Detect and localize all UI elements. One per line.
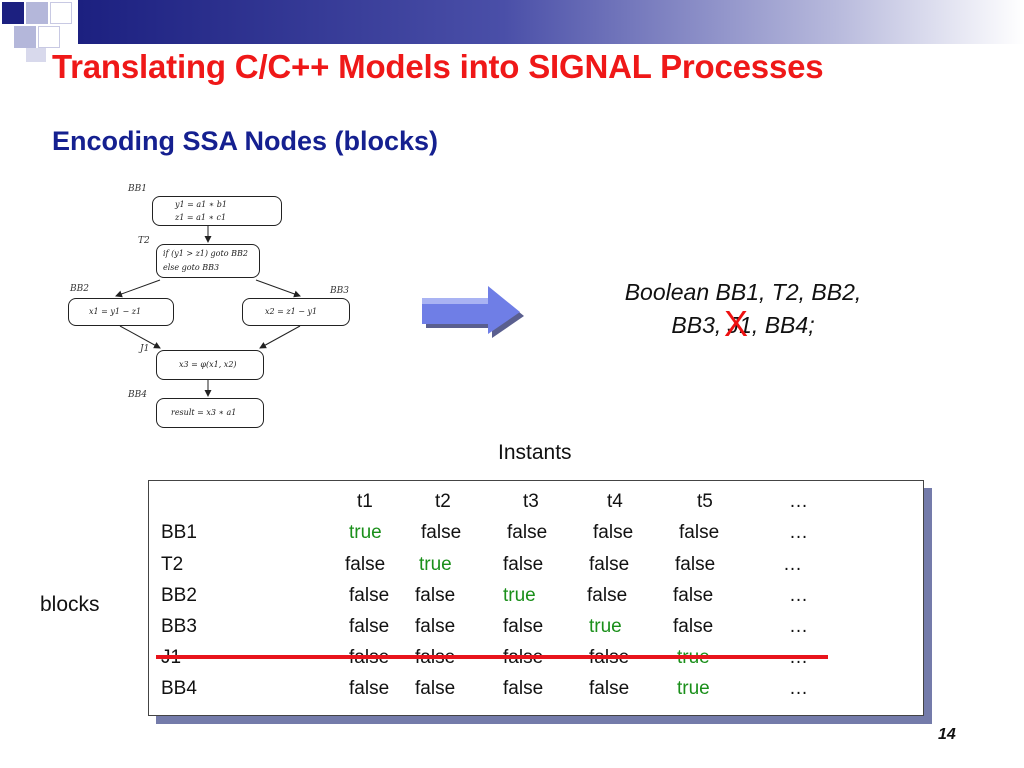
edge-t2-bb3 bbox=[255, 279, 301, 298]
cfg-node-t2-line1: if (y1 > z1) goto BB2 bbox=[163, 249, 248, 258]
table-cell: false bbox=[503, 678, 544, 699]
table-cell: false bbox=[349, 616, 390, 637]
page-number: 14 bbox=[938, 726, 956, 743]
cfg-node-j1: x3 = φ(x1, x2) bbox=[156, 350, 264, 380]
decor-square bbox=[50, 2, 72, 24]
table-cell: false bbox=[673, 616, 714, 637]
cfg-label-bb2: BB2 bbox=[70, 284, 89, 294]
cfg-node-bb3: x2 = z1 − y1 bbox=[242, 298, 350, 326]
slide-subtitle: Encoding SSA Nodes (blocks) bbox=[52, 126, 439, 156]
slide-title: Translating C/C++ Models into SIGNAL Pro… bbox=[52, 48, 824, 85]
table-cell: true bbox=[589, 616, 622, 637]
cfg-label-bb4: BB4 bbox=[128, 390, 147, 400]
cfg-label-bb1: BB1 bbox=[128, 184, 147, 194]
table-cell: … bbox=[789, 616, 808, 637]
cfg-edges bbox=[115, 226, 301, 397]
cross-mark: X bbox=[724, 303, 749, 344]
table-cell: false bbox=[349, 678, 390, 699]
table-cell: false bbox=[349, 585, 390, 606]
table-cell: true bbox=[419, 554, 452, 575]
table-cell: false bbox=[503, 554, 544, 575]
boolean-declaration: Boolean BB1, T2, BB2, BB3, J1, BB4; bbox=[588, 276, 898, 342]
table-header-cell: t1 bbox=[357, 491, 373, 512]
decor-square bbox=[26, 48, 46, 62]
cfg-diagram: BB1 y1 = a1 ∗ b1 z1 = a1 ∗ c1 T2 if (y1 … bbox=[60, 180, 360, 435]
decor-square bbox=[26, 2, 48, 24]
declaration-line-1: Boolean BB1, T2, BB2, bbox=[624, 279, 862, 305]
strike-through-line bbox=[156, 655, 828, 659]
instants-table: t1 t2 t3 t4 t5 … BB1 true false false fa… bbox=[148, 480, 924, 716]
table-cell: true bbox=[677, 678, 710, 699]
table-cell: false bbox=[507, 522, 548, 543]
edge-bb2-j1 bbox=[119, 325, 161, 349]
cfg-node-bb1-line1: y1 = a1 ∗ b1 bbox=[175, 200, 227, 209]
table-row-label: BB2 bbox=[161, 585, 197, 606]
table-row-label: T2 bbox=[161, 554, 184, 575]
decor-square bbox=[2, 2, 24, 24]
table-cell: false bbox=[679, 522, 720, 543]
table-cell: true bbox=[503, 585, 536, 606]
table-cell: true bbox=[349, 522, 382, 543]
table-header-cell: t2 bbox=[435, 491, 451, 512]
declaration-line-2: BB3, J1, BB4; bbox=[671, 312, 815, 338]
decor-square bbox=[38, 26, 60, 48]
decor-square bbox=[14, 26, 36, 48]
table-row-label: BB1 bbox=[161, 522, 197, 543]
cfg-node-bb3-text: x2 = z1 − y1 bbox=[265, 307, 318, 316]
table-cell: false bbox=[589, 554, 630, 575]
cfg-node-t2-line2: else goto BB3 bbox=[163, 263, 220, 272]
table-row-label: BB4 bbox=[161, 678, 197, 699]
cfg-node-bb1-line2: z1 = a1 ∗ c1 bbox=[175, 213, 227, 222]
table-cell: false bbox=[673, 585, 714, 606]
table-header-cell: t4 bbox=[607, 491, 623, 512]
cfg-label-bb3: BB3 bbox=[330, 286, 349, 296]
header-gradient-band bbox=[78, 0, 1024, 44]
table-cell: false bbox=[587, 585, 628, 606]
table-cell: false bbox=[415, 616, 456, 637]
table-cell: … bbox=[783, 554, 802, 575]
edge-bb3-j1 bbox=[259, 325, 301, 349]
blocks-label: blocks bbox=[40, 593, 100, 616]
table-cell: false bbox=[421, 522, 462, 543]
cfg-node-bb4: result = x3 ∗ a1 bbox=[156, 398, 264, 428]
table-cell: false bbox=[589, 678, 630, 699]
right-arrow-icon bbox=[422, 286, 524, 338]
cfg-node-bb1: y1 = a1 ∗ b1 z1 = a1 ∗ c1 bbox=[152, 196, 282, 226]
table-header-cell: t3 bbox=[523, 491, 539, 512]
table-header-cell: … bbox=[789, 491, 808, 512]
table-cell: … bbox=[789, 585, 808, 606]
edge-t2-bb2 bbox=[115, 279, 161, 298]
table-cell: false bbox=[415, 585, 456, 606]
cfg-node-t2: if (y1 > z1) goto BB2 else goto BB3 bbox=[156, 244, 260, 278]
cfg-node-bb4-text: result = x3 ∗ a1 bbox=[171, 408, 237, 417]
cfg-node-bb2-text: x1 = y1 − z1 bbox=[89, 307, 142, 316]
table-cell: … bbox=[789, 678, 808, 699]
cfg-node-bb2: x1 = y1 − z1 bbox=[68, 298, 174, 326]
table-cell: false bbox=[675, 554, 716, 575]
cfg-label-t2: T2 bbox=[138, 236, 150, 246]
table-cell: false bbox=[345, 554, 386, 575]
table-cell: false bbox=[593, 522, 634, 543]
instants-label: Instants bbox=[498, 441, 572, 464]
table-row-label: BB3 bbox=[161, 616, 197, 637]
table-cell: … bbox=[789, 522, 808, 543]
table-cell: false bbox=[415, 678, 456, 699]
cfg-node-j1-text: x3 = φ(x1, x2) bbox=[179, 360, 237, 369]
cfg-label-j1: J1 bbox=[140, 344, 150, 354]
table-cell: false bbox=[503, 616, 544, 637]
table-header-cell: t5 bbox=[697, 491, 713, 512]
